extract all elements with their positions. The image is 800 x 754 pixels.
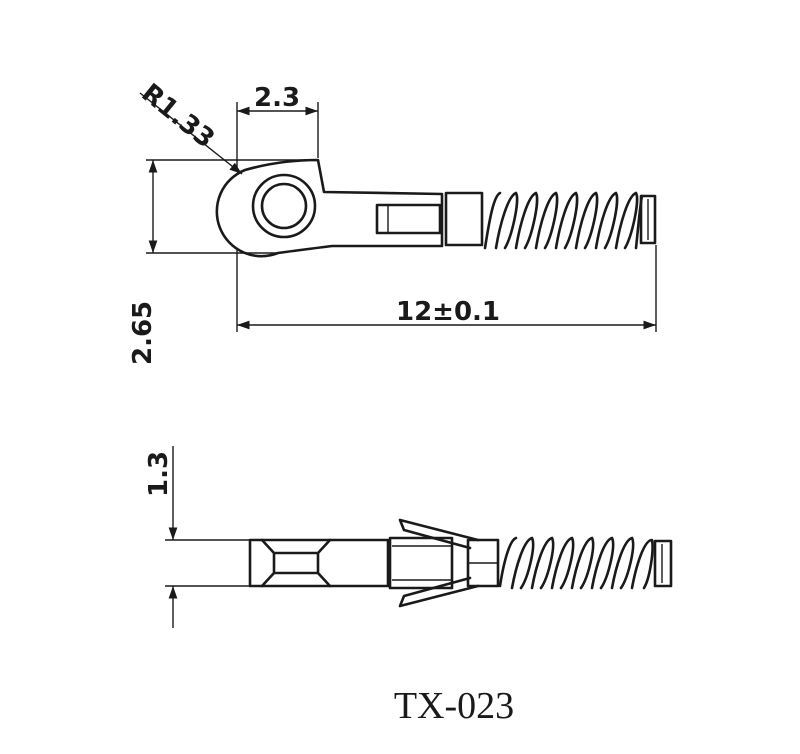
spring-top — [483, 191, 644, 250]
top-view — [215, 158, 657, 258]
eye-height-dimension-label: 2.65 — [128, 301, 158, 365]
top-view-dimensions: R1.33 2.3 2.65 12±0.1 — [128, 78, 657, 365]
eye-hole-outer — [251, 173, 317, 239]
slot — [375, 203, 442, 235]
side-sleeve — [388, 536, 454, 590]
eye-width-dimension-label: 2.3 — [254, 83, 300, 113]
part-number-label: TX-023 — [394, 685, 514, 727]
spring-side — [498, 536, 654, 590]
side-end-cap — [653, 539, 673, 588]
side-height-dimension-label: 1.3 — [144, 451, 174, 497]
side-window — [260, 538, 332, 588]
crimp-block — [444, 191, 484, 247]
eye-outline — [215, 158, 444, 258]
side-view-dimensions: 1.3 — [144, 446, 250, 628]
spring-end-cap — [639, 194, 657, 245]
lower-wing — [398, 576, 480, 608]
eye-hole-inner — [260, 182, 308, 230]
radius-dimension-label: R1.33 — [136, 78, 220, 154]
upper-wing — [398, 518, 480, 550]
side-body — [248, 538, 390, 588]
overall-length-dimension-label: 12±0.1 — [396, 297, 500, 327]
side-view — [248, 518, 673, 608]
